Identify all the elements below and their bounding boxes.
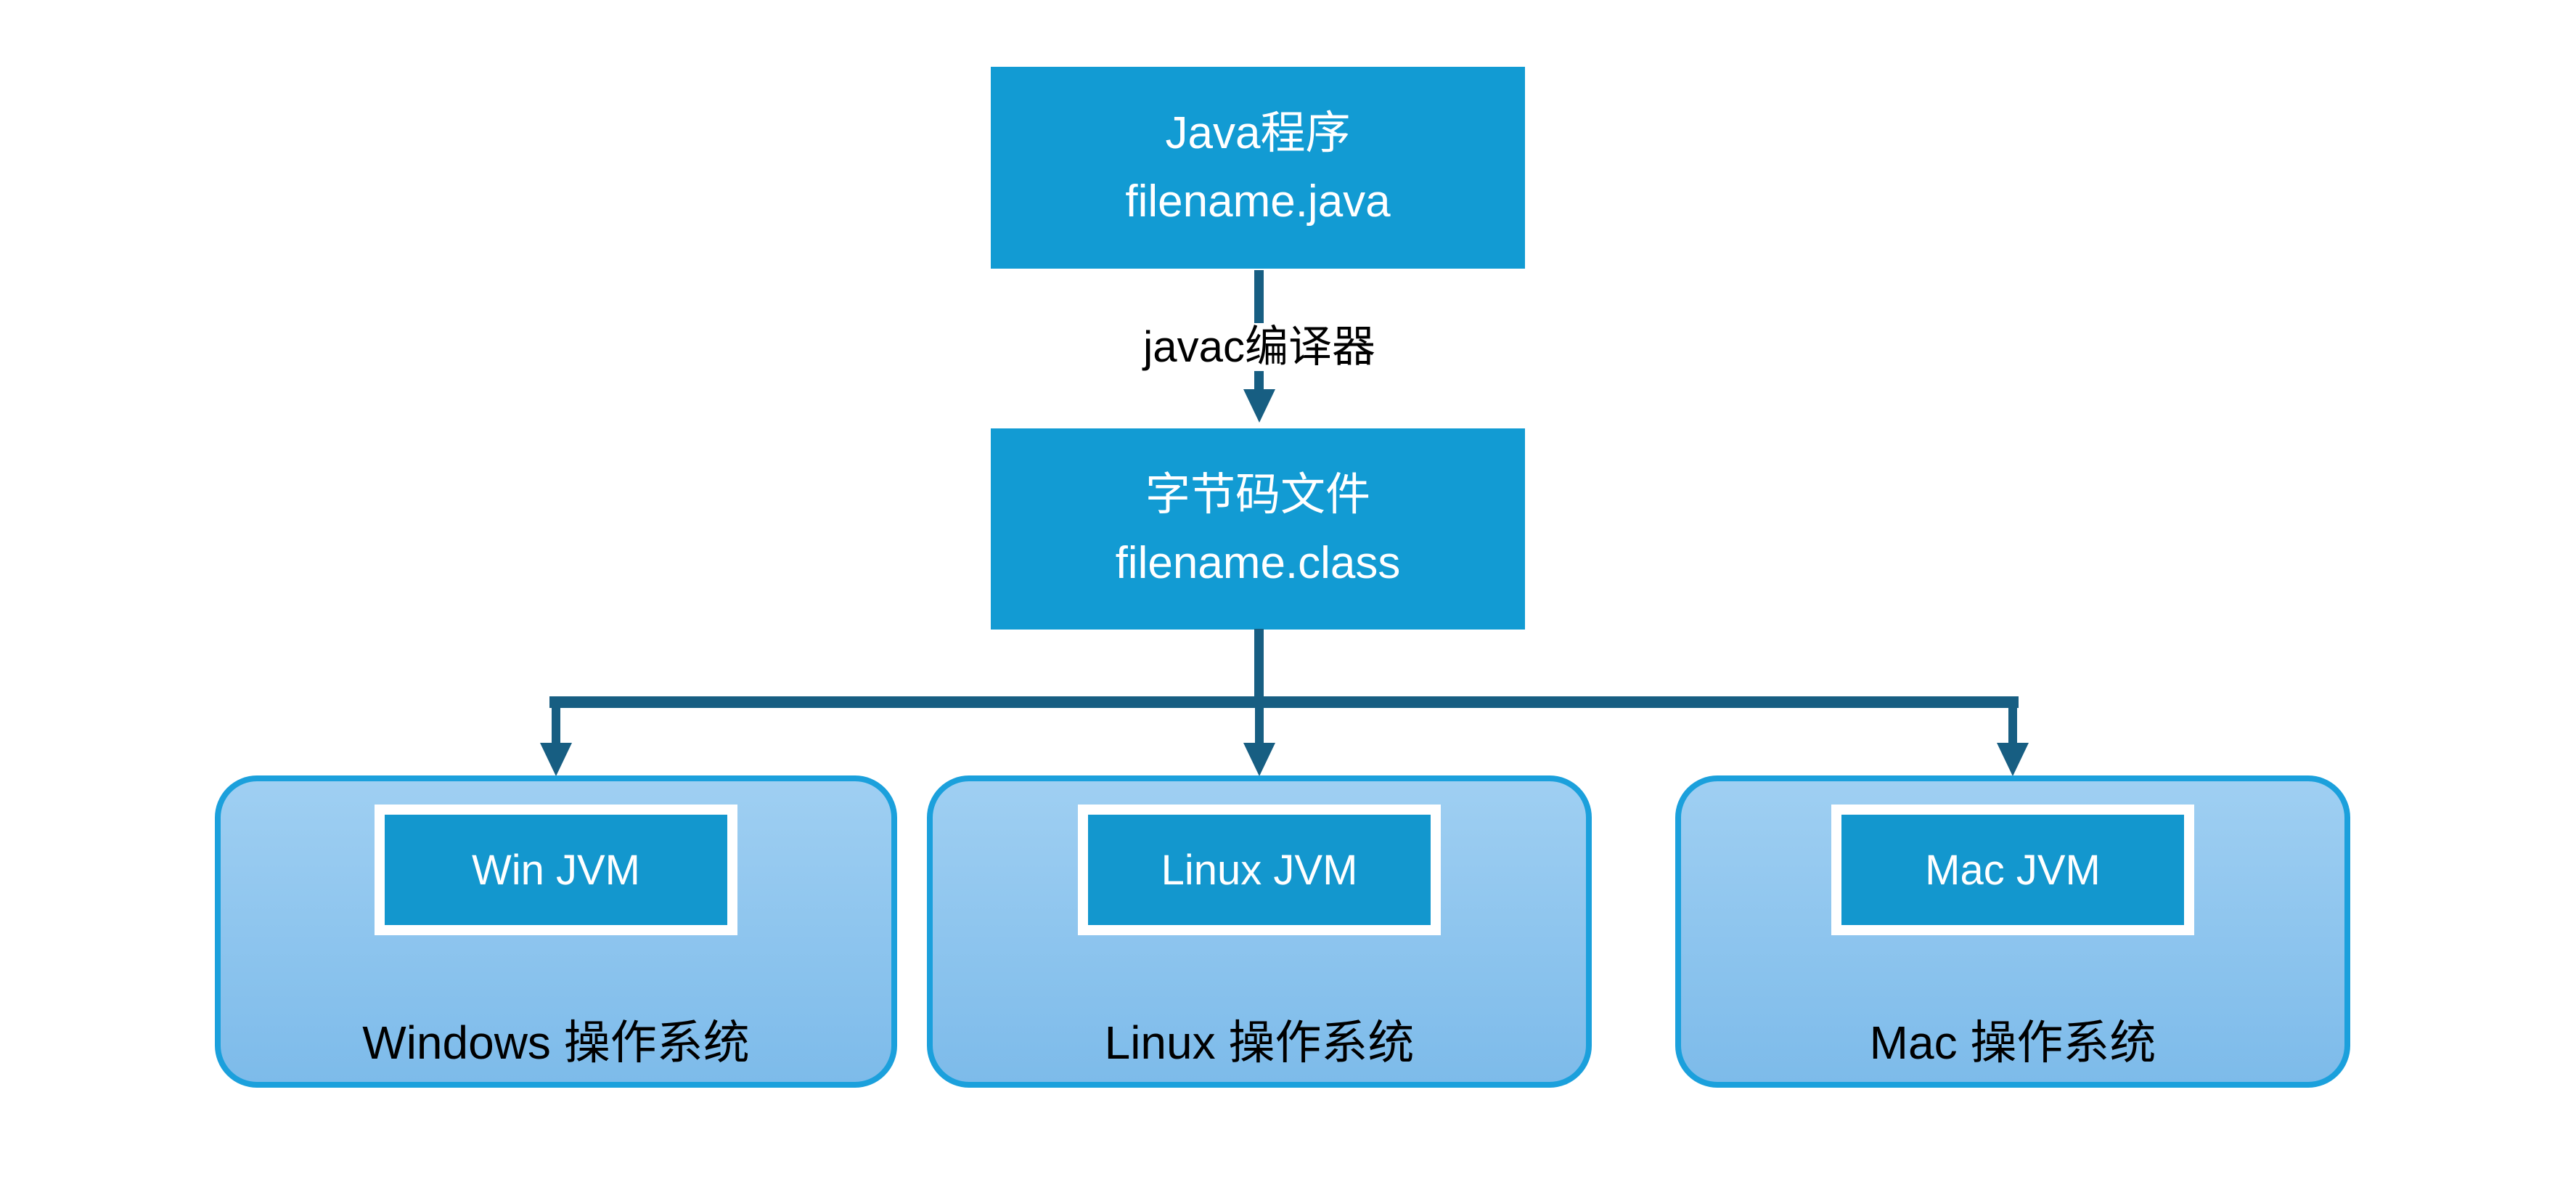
branch-horizontal-bar <box>549 696 2019 708</box>
os-label-linux: Linux 操作系统 <box>1104 1017 1415 1069</box>
branch-stem-line <box>1254 629 1264 708</box>
java-program-title: Java程序 <box>1165 108 1351 158</box>
javac-compiler-label: javac编译器 <box>1132 323 1386 371</box>
branch-arrow-head-mac-icon <box>1997 743 2029 776</box>
jvm-box-linux: Linux JVM <box>1078 805 1441 935</box>
jvm-box-mac: Mac JVM <box>1831 805 2194 935</box>
javac-arrow-head-icon <box>1243 389 1275 423</box>
bytecode-title: 字节码文件 <box>1145 469 1370 520</box>
bytecode-file-box: 字节码文件 filename.class <box>991 428 1525 630</box>
platform-box-mac: Mac JVM Mac 操作系统 <box>1675 775 2350 1088</box>
jvm-box-windows: Win JVM <box>375 805 737 935</box>
os-label-windows: Windows 操作系统 <box>362 1017 750 1069</box>
branch-drop-line-mac <box>2008 708 2017 744</box>
platform-box-windows: Win JVM Windows 操作系统 <box>215 775 897 1088</box>
branch-arrow-head-windows-icon <box>540 743 572 776</box>
jvm-label-mac: Mac JVM <box>1925 846 2101 894</box>
branch-arrow-head-linux-icon <box>1243 743 1275 776</box>
branch-drop-line-windows <box>552 708 560 744</box>
os-label-mac: Mac 操作系统 <box>1869 1017 2156 1069</box>
jvm-label-windows: Win JVM <box>472 846 640 894</box>
platform-box-linux: Linux JVM Linux 操作系统 <box>927 775 1592 1088</box>
java-program-filename: filename.java <box>1125 176 1391 227</box>
jvm-label-linux: Linux JVM <box>1161 846 1358 894</box>
bytecode-filename: filename.class <box>1115 537 1401 588</box>
branch-drop-line-linux <box>1255 708 1264 744</box>
java-program-box: Java程序 filename.java <box>991 67 1525 269</box>
